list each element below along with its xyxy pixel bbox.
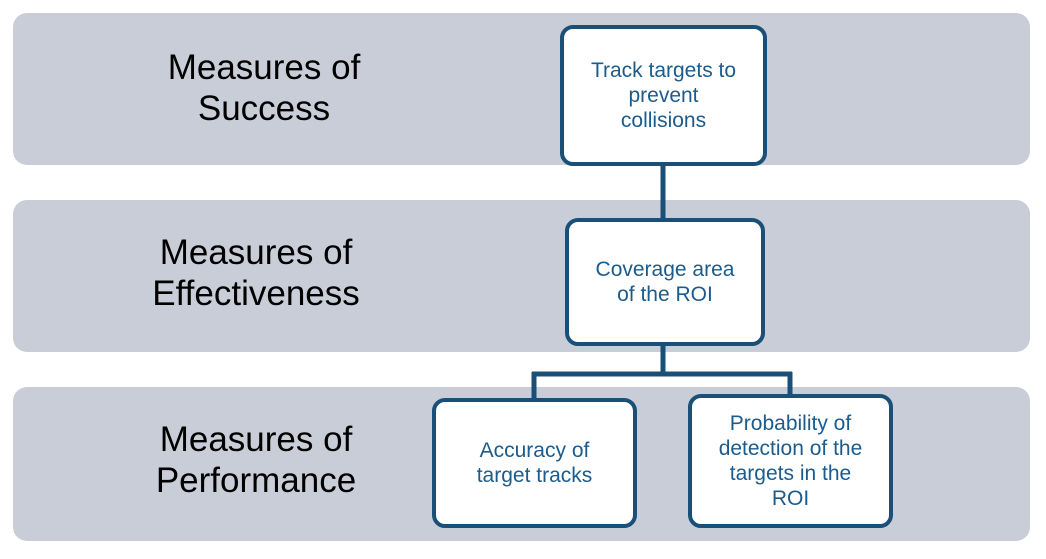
band-measures-of-effectiveness (13, 200, 1030, 352)
node-probability-of-detection-of-the-targets-in-the-roi[interactable]: Probability of detection of the targets … (688, 394, 893, 528)
band-measures-of-success (13, 13, 1030, 165)
node-track-targets-to-prevent-collisions[interactable]: Track targets to prevent collisions (560, 25, 767, 166)
band-label-measures-of-success: Measures of Success (167, 48, 361, 128)
band-label-measures-of-performance: Measures of Performance (155, 420, 357, 500)
band-label-measures-of-effectiveness: Measures of Effectiveness (152, 233, 360, 313)
node-coverage-area-of-the-roi[interactable]: Coverage area of the ROI (565, 218, 765, 346)
node-accuracy-of-target-tracks[interactable]: Accuracy of target tracks (432, 398, 637, 528)
